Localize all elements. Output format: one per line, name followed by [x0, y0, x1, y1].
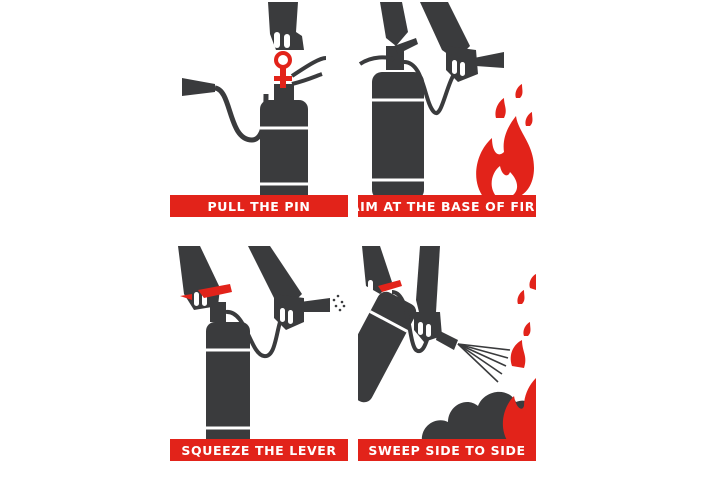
lever-icon	[198, 284, 232, 298]
step-label-text: SQUEEZE THE LEVER	[181, 442, 337, 458]
squeeze-illustration	[178, 246, 346, 448]
arm-icon-2	[248, 246, 302, 308]
aim-illustration	[358, 2, 534, 200]
lever-icon	[378, 280, 402, 292]
step-label-text: PULL THE PIN	[207, 198, 311, 214]
arm-icon-2	[416, 246, 440, 316]
fire-icon	[502, 378, 536, 442]
step-squeeze-lever: SQUEEZE THE LEVER	[170, 246, 348, 461]
nozzle-icon	[474, 52, 504, 68]
spray-icon	[332, 294, 346, 312]
valve-head-icon	[210, 302, 226, 322]
handle-icon	[290, 56, 327, 78]
step-label: PULL THE PIN	[170, 195, 348, 217]
arm-icon	[380, 2, 408, 46]
nozzle-icon	[436, 330, 458, 350]
extinguisher-cylinder-icon	[260, 100, 308, 204]
step-aim-at-base: AIM AT THE BASE OF FIRE	[358, 2, 536, 217]
step-label: SQUEEZE THE LEVER	[170, 439, 348, 461]
spray-icon	[457, 343, 511, 383]
nozzle-icon	[300, 298, 330, 312]
nozzle-icon	[182, 78, 215, 96]
step-sweep-side-to-side: SWEEP SIDE TO SIDE	[358, 246, 536, 461]
step-label-text: SWEEP SIDE TO SIDE	[368, 442, 526, 458]
arm-icon-2	[420, 2, 470, 60]
fire-icon	[476, 116, 534, 198]
step-label: AIM AT THE BASE OF FIRE	[358, 195, 536, 217]
hose-icon	[214, 85, 269, 143]
sweep-illustration	[358, 246, 536, 442]
step-label-text: AIM AT THE BASE OF FIRE	[358, 198, 536, 214]
step-label: SWEEP SIDE TO SIDE	[358, 439, 536, 461]
lever-icon	[358, 55, 396, 66]
valve-head-icon	[274, 84, 294, 102]
extinguisher-cylinder-icon	[372, 72, 424, 200]
hose-icon	[225, 310, 284, 358]
extinguisher-cylinder-icon	[358, 291, 417, 403]
pull-pin-illustration	[182, 2, 327, 204]
pin-ring-icon	[274, 51, 292, 69]
step-pull-the-pin: PULL THE PIN	[170, 2, 348, 217]
extinguisher-cylinder-icon	[206, 322, 250, 448]
hose-icon	[403, 60, 460, 116]
